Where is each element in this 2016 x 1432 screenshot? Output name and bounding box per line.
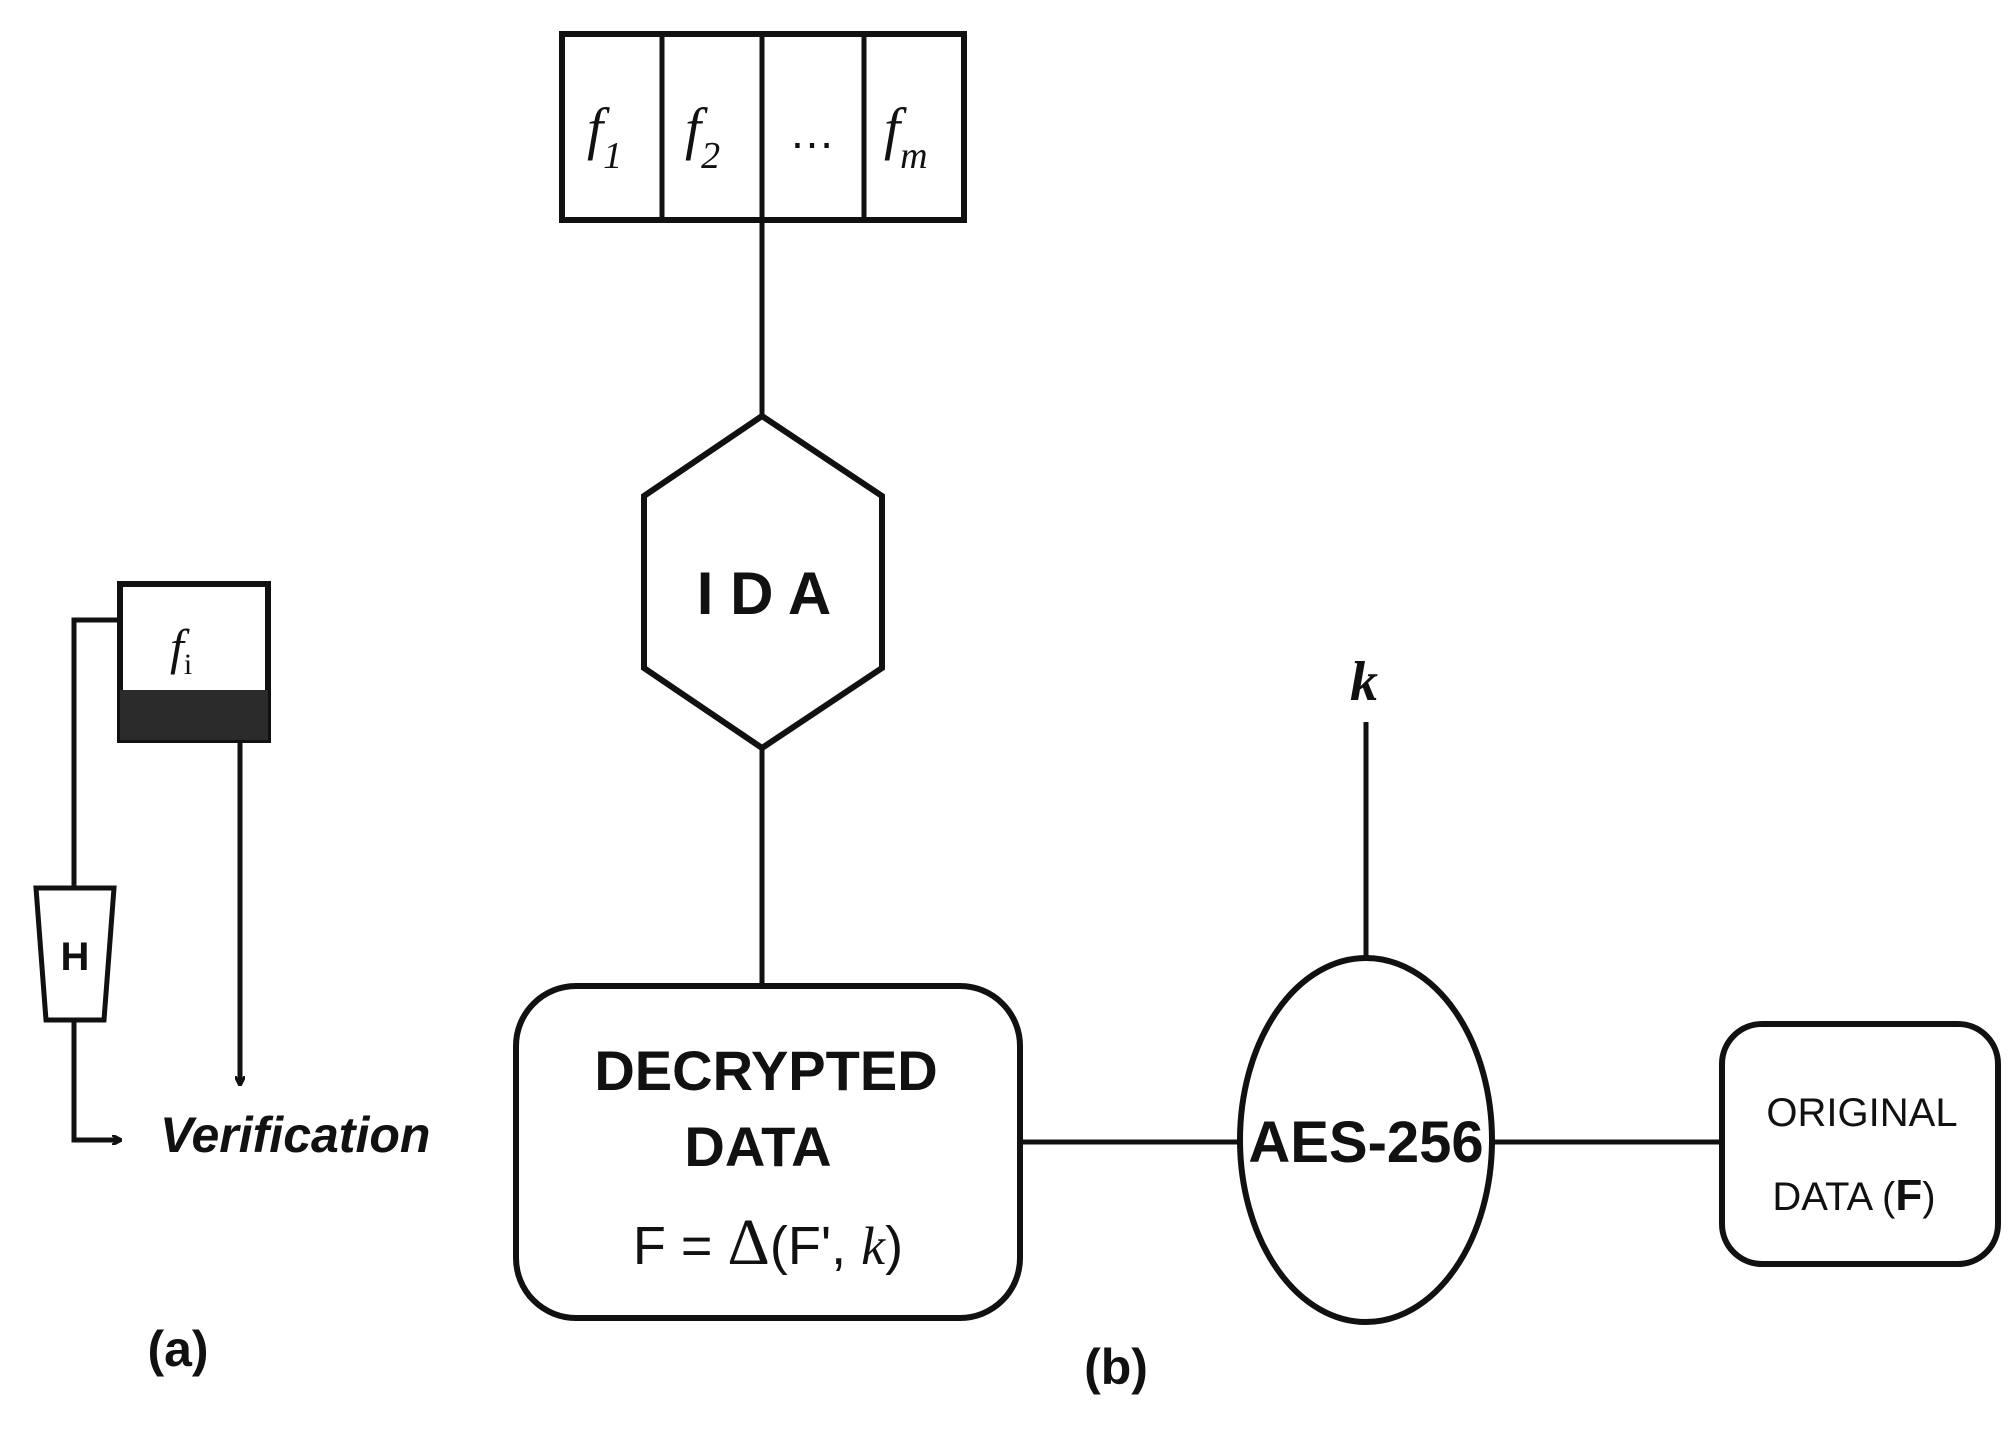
hash-label: H <box>61 935 90 979</box>
fragment-ellipsis: … <box>789 106 835 158</box>
original-line1: ORIGINAL <box>1766 1091 1957 1135</box>
decrypted-line1: DECRYPTED <box>594 1039 937 1102</box>
hash-function-shape <box>33 885 117 1023</box>
fragment-fi-tag <box>120 690 268 740</box>
panel-a-caption: (a) <box>147 1321 208 1377</box>
key-label: k <box>1350 651 1378 713</box>
original-data-box <box>1719 1021 2001 1267</box>
ida-label: I D A <box>697 560 831 627</box>
decrypted-line2: DATA <box>684 1115 831 1178</box>
panel-a: fi H Verification (a) <box>33 581 430 1377</box>
panel-b: f1 f2 … fm I D A DECRYPTED DATA F = Δ(F'… <box>513 31 2001 1395</box>
original-line2: DATA (F) <box>1772 1171 1935 1220</box>
panel-b-caption: (b) <box>1084 1339 1148 1395</box>
hash-to-verification-arrow <box>71 1020 120 1140</box>
decrypted-data-box <box>513 983 1023 1321</box>
decrypted-formula: F = Δ(F', k) <box>633 1206 903 1279</box>
hash-path-line <box>71 617 120 888</box>
verification-label: Verification <box>160 1107 430 1163</box>
aes-256-label: AES-256 <box>1248 1110 1483 1175</box>
